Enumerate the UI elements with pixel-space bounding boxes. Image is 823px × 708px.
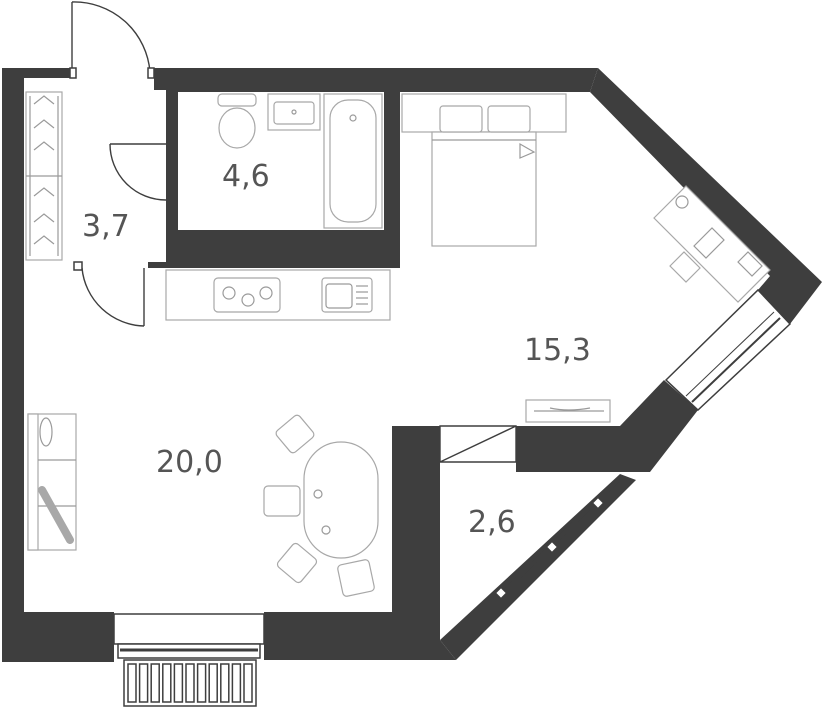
window-balcony <box>500 478 620 596</box>
toilet-tank <box>217 93 257 107</box>
entrance-door-jamb-right <box>147 67 155 79</box>
radiator <box>123 659 257 707</box>
bed-icon <box>401 93 567 247</box>
window-right-glass <box>691 317 781 403</box>
chair-icon-left <box>263 485 301 517</box>
radiator-fin <box>243 663 253 703</box>
window-bottom-sill <box>113 613 265 645</box>
doors <box>69 1 517 463</box>
window-right <box>664 288 792 412</box>
wall-left-upper <box>2 68 72 262</box>
radiator-fin <box>162 663 172 703</box>
chair-icon-bottom-left <box>276 542 318 584</box>
balcony-door <box>439 425 517 463</box>
radiator-fin <box>196 663 207 703</box>
stove-icon <box>213 277 281 313</box>
window-right-glass-2 <box>685 311 775 397</box>
radiator-fin <box>127 663 137 703</box>
kitchen-counter <box>165 269 391 321</box>
wall-hall-right <box>166 200 178 232</box>
room-area-balcony: 2,6 <box>468 505 516 540</box>
radiator-fin <box>150 663 160 703</box>
windows <box>113 288 792 707</box>
dining-chairs <box>263 414 375 597</box>
dining-table-icon <box>303 441 379 559</box>
wall-balcony-top <box>516 380 698 472</box>
living-door-jamb <box>73 261 83 271</box>
wall-bottom <box>264 426 456 660</box>
radiator-fin <box>138 663 149 703</box>
living-door <box>81 267 145 327</box>
bathroom-fixtures <box>217 93 383 229</box>
room-area-hallway: 3,7 <box>82 209 130 244</box>
wall-top <box>154 68 598 230</box>
wardrobe <box>25 91 63 261</box>
wall-bathroom-bottom <box>148 230 400 268</box>
toilet-icon <box>218 107 256 149</box>
room-area-bedroom: 15,3 <box>524 333 591 368</box>
radiator-fin <box>220 663 230 703</box>
hanger-icon <box>33 213 55 223</box>
wall-bathroom-right <box>384 92 400 268</box>
hanger-icon <box>33 119 55 129</box>
radiator-fin <box>173 663 184 703</box>
chair-icon-top <box>275 414 315 454</box>
radiator-fin <box>231 663 242 703</box>
desk-icon <box>653 185 771 303</box>
kitchen-sink-icon <box>321 277 373 313</box>
bathroom-door <box>109 143 167 201</box>
radiator-fin <box>185 663 195 703</box>
entrance-door <box>71 1 151 73</box>
wall-left-lower <box>2 262 114 662</box>
room-area-bathroom: 4,6 <box>222 159 270 194</box>
hanger-icon <box>33 235 55 245</box>
walls <box>2 68 822 662</box>
chair-icon-bottom-right <box>337 559 375 597</box>
entrance-door-jamb-left <box>69 67 77 79</box>
radiator-fin <box>208 663 218 703</box>
hanger-icon <box>33 187 55 197</box>
area-labels: 3,7 4,6 15,3 20,0 2,6 <box>82 159 591 540</box>
bedroom-shelf <box>525 399 611 423</box>
window-balcony-sash-3 <box>591 496 605 510</box>
room-area-living: 20,0 <box>156 445 223 480</box>
window-balcony-sash-1 <box>494 586 508 600</box>
sofa-icon <box>27 413 77 551</box>
wall-right-diagonal <box>590 68 822 324</box>
wall-balcony-outer <box>440 474 636 660</box>
hanger-icon <box>33 141 55 151</box>
hanger-icon <box>33 95 55 105</box>
window-balcony-sash-2 <box>545 540 559 554</box>
